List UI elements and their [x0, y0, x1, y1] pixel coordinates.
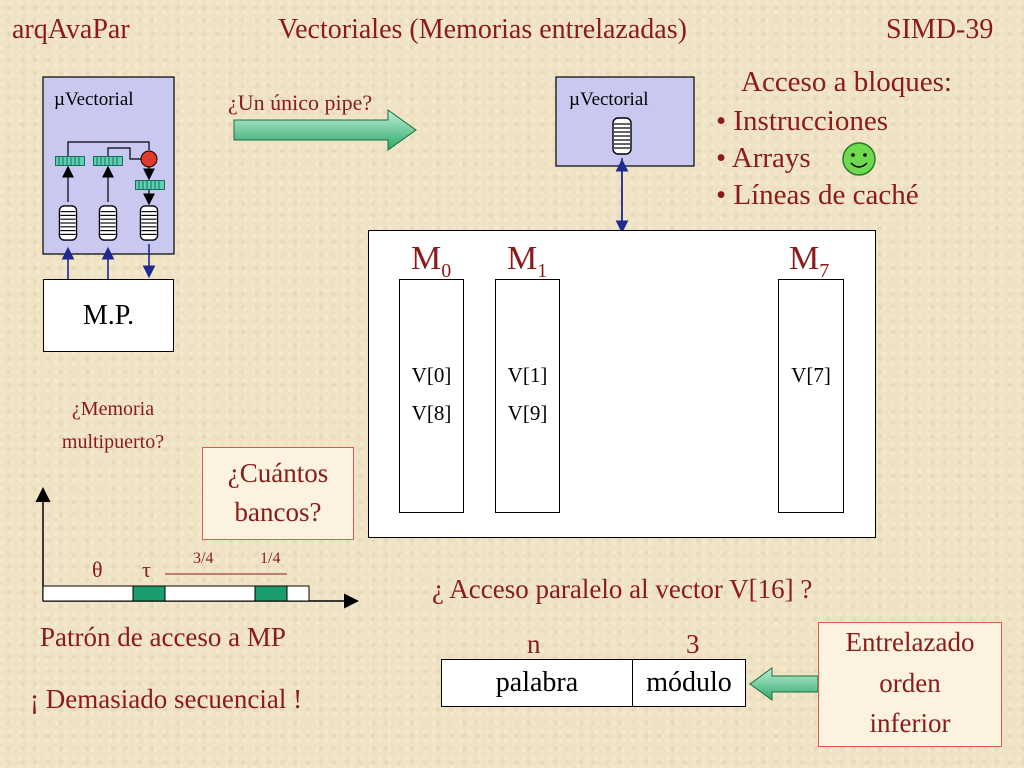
- module-0-cell: V[8]: [411, 401, 452, 425]
- module-0-cell: V[0]: [411, 363, 452, 387]
- vector-register-icon: [58, 205, 78, 241]
- address-word-label: palabra: [495, 667, 579, 698]
- vector-register-icon: [612, 117, 632, 155]
- timeline-idle-3: [286, 585, 310, 602]
- multiport-question-line: ¿Memoria: [71, 398, 155, 420]
- timeline-access-2: [254, 585, 288, 602]
- vector-register-icon: [98, 205, 118, 241]
- interleave-note-line: orden: [879, 668, 941, 698]
- interleave-arrow: [749, 667, 819, 701]
- multiport-question-line: multipuerto?: [61, 431, 165, 453]
- main-memory-box: [43, 279, 174, 352]
- register-icon: [54, 156, 86, 166]
- timeline-idle-1: [42, 585, 134, 602]
- alu-icon: [140, 150, 158, 168]
- single-pipe-arrow: [233, 109, 417, 151]
- address-module-field: [632, 659, 746, 707]
- module-7-label: M7: [789, 240, 830, 282]
- address-module-label: módulo: [646, 667, 732, 698]
- interleave-note-box: [818, 622, 1002, 747]
- right-cpu-label: µVectorial: [569, 89, 649, 110]
- banks-question-box: [202, 447, 354, 540]
- register-icon: [92, 156, 124, 166]
- module-1-cell: V[1]: [507, 363, 548, 387]
- banks-question-line: bancos?: [234, 497, 322, 527]
- module-1-label: M1: [507, 240, 548, 282]
- vector-register-icon: [139, 205, 159, 241]
- tau-label: τ: [142, 557, 151, 582]
- main-memory-label: M.P.: [82, 300, 135, 331]
- module-0-label: M0: [411, 240, 452, 282]
- fraction-one-quarter: 1/4: [260, 550, 281, 567]
- module-1-cell: V[9]: [507, 401, 548, 425]
- address-word-field: [441, 659, 633, 707]
- block-access-item: • Arrays: [716, 142, 811, 174]
- page-title: Vectoriales (Memorias entrelazadas): [278, 14, 687, 45]
- smiley-icon: [842, 142, 876, 176]
- parallel-access-question: ¿ Acceso paralelo al vector V[16] ?: [432, 574, 813, 604]
- block-access-item: • Líneas de caché: [716, 179, 919, 211]
- register-icon: [134, 180, 166, 190]
- fraction-three-quarters: 3/4: [193, 550, 214, 567]
- header-right: SIMD-39: [886, 14, 994, 45]
- address-3-label: 3: [686, 629, 700, 659]
- block-access-item: • Instrucciones: [716, 105, 889, 137]
- pattern-caption: Patrón de acceso a MP: [40, 622, 286, 652]
- left-cpu-label: µVectorial: [54, 89, 134, 110]
- module-0-column: [399, 279, 464, 513]
- module-1-column: [495, 279, 560, 513]
- interleaved-memory-box: [368, 230, 876, 538]
- block-access-title: Acceso a bloques:: [741, 66, 952, 98]
- timeline-idle-2: [164, 585, 256, 602]
- module-7-column: [778, 279, 844, 513]
- address-n-label: n: [527, 629, 541, 659]
- module-7-cell: V[7]: [791, 363, 831, 387]
- timeline-access-1: [132, 585, 166, 602]
- header-left: arqAvaPar: [12, 14, 130, 45]
- interleave-note-line: inferior: [869, 708, 951, 738]
- interleave-note-line: Entrelazado: [845, 627, 975, 657]
- theta-label: θ: [92, 557, 103, 582]
- banks-question-line: ¿Cuántos: [227, 458, 329, 488]
- pattern-conclusion: ¡ Demasiado secuencial !: [30, 684, 303, 714]
- pipe-question: ¿Un único pipe?: [228, 90, 373, 115]
